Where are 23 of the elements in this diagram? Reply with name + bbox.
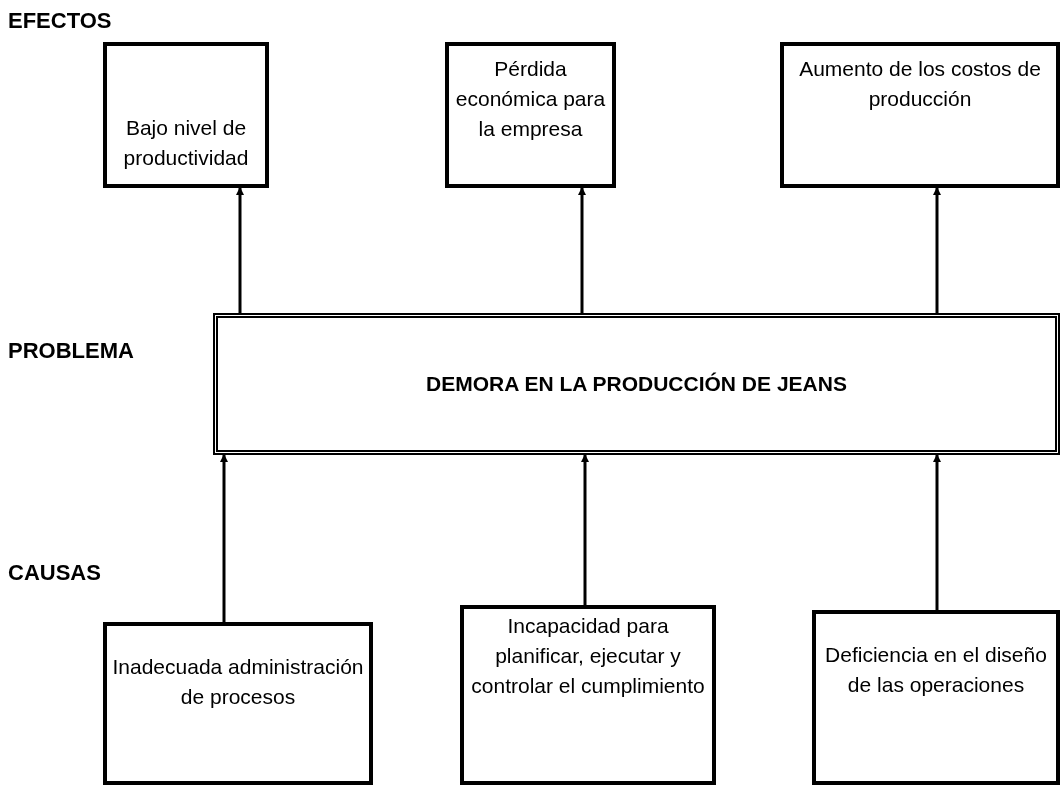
box-text: Aumento de los costos de producción xyxy=(798,56,1042,112)
effect-box xyxy=(445,42,616,188)
arrow xyxy=(933,454,941,610)
section-heading: CAUSAS xyxy=(8,560,101,586)
section-heading: EFECTOS xyxy=(8,8,112,34)
arrow xyxy=(578,187,586,313)
arrow xyxy=(933,187,941,313)
problem-box xyxy=(213,313,1060,455)
arrow xyxy=(581,454,589,605)
cause-box xyxy=(460,605,716,785)
box-text: Bajo nivel de productividad xyxy=(122,115,250,171)
problem-text: DEMORA EN LA PRODUCCIÓN DE JEANS xyxy=(426,371,847,397)
arrow xyxy=(236,187,244,313)
effect-box xyxy=(780,42,1060,188)
cause-box xyxy=(812,610,1060,785)
box-text: Incapacidad para planificar, ejecutar y controlar el cumplimiento xyxy=(470,613,706,699)
box-text: Deficiencia en el diseño de las operaciones xyxy=(824,642,1048,698)
cause-box xyxy=(103,622,373,785)
section-heading: PROBLEMA xyxy=(8,338,134,364)
arrow xyxy=(220,454,228,622)
box-text: Inadecuada administración de procesos xyxy=(111,654,365,710)
effect-box xyxy=(103,42,269,188)
box-text: Pérdida económica para la empresa xyxy=(454,56,607,142)
